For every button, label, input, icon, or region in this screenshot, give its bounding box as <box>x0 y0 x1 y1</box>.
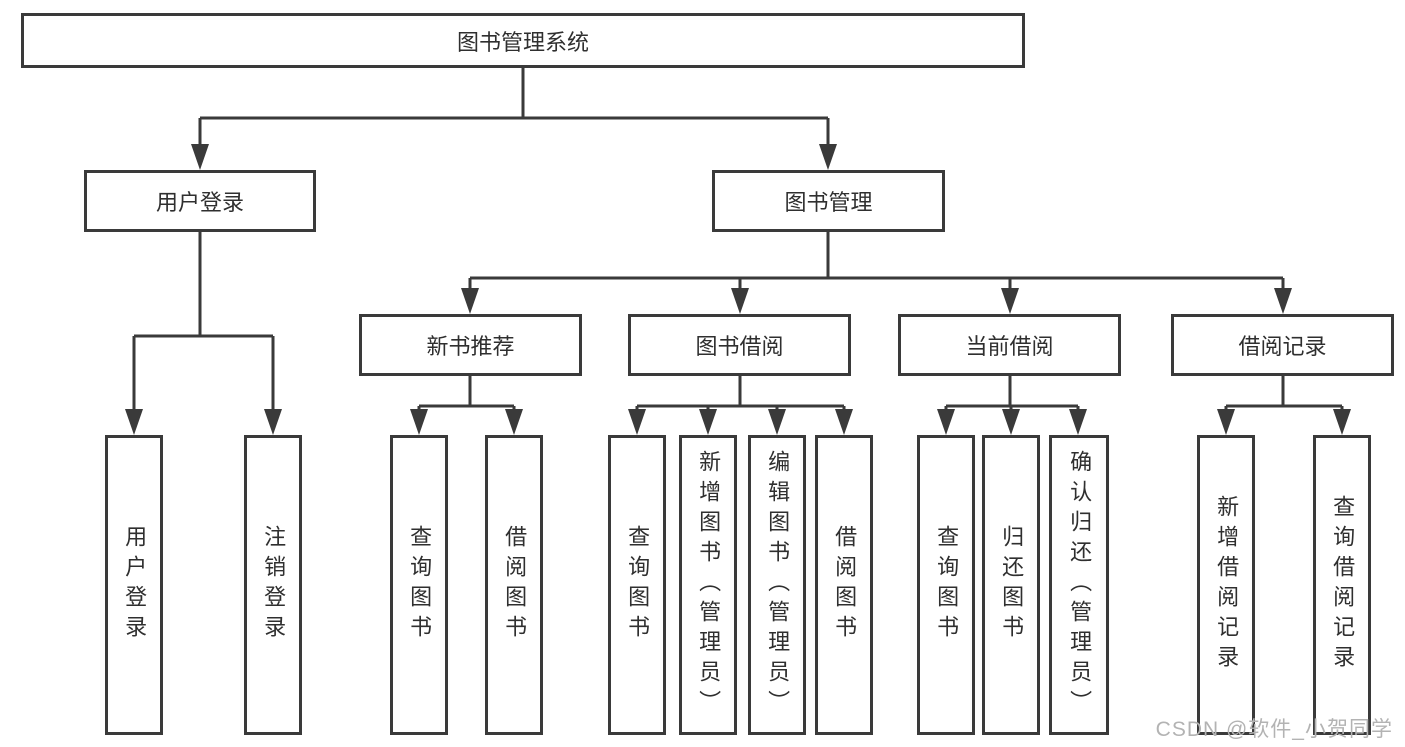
node-label: 查询图书 <box>934 525 960 645</box>
connector-currentborrow-to-leaves <box>944 376 1080 411</box>
arrowhead <box>1274 288 1292 314</box>
node-label: 查询图书 <box>407 525 433 645</box>
arrowhead-group <box>125 144 1351 435</box>
arrowhead <box>628 409 646 435</box>
node-label: 归还图书 <box>999 525 1025 645</box>
arrowhead <box>835 409 853 435</box>
arrowhead <box>1001 288 1019 314</box>
arrowhead <box>1217 409 1235 435</box>
leaf-logout: 注销登录 <box>244 435 302 735</box>
node-label: 借阅图书 <box>502 525 528 645</box>
leaf-add-borrowing-record: 新增借阅记录 <box>1197 435 1255 735</box>
node-label: 当前借阅 <box>965 334 1054 359</box>
node-label: 图书管理系统 <box>456 29 589 55</box>
connector-newbookrec-to-leaves <box>417 376 516 411</box>
connector-borrowrecords-to-leaves <box>1224 376 1344 411</box>
arrowhead <box>768 409 786 435</box>
arrowhead <box>505 409 523 435</box>
leaf-query-books-borrowing: 查询图书 <box>608 435 666 735</box>
leaf-borrow-books-recommendation: 借阅图书 <box>485 435 543 735</box>
arrowhead <box>937 409 955 435</box>
node-new-book-recommendation: 新书推荐 <box>359 314 582 376</box>
leaf-return-book: 归还图书 <box>982 435 1040 735</box>
node-label: 编辑图书（管理员） <box>765 450 791 720</box>
node-label: 用户登录 <box>122 525 148 645</box>
arrowhead <box>819 144 837 170</box>
arrowhead <box>264 409 282 435</box>
connector-userlogin-to-leaves <box>132 232 275 411</box>
arrowhead <box>1333 409 1351 435</box>
node-user-login-module: 用户登录 <box>84 170 316 232</box>
node-book-borrowing: 图书借阅 <box>628 314 851 376</box>
arrowhead <box>1002 409 1020 435</box>
arrowhead <box>731 288 749 314</box>
node-label: 借阅图书 <box>832 525 858 645</box>
connector-bookmgmt-to-level3 <box>468 232 1285 290</box>
arrowhead <box>125 409 143 435</box>
leaf-query-books-current: 查询图书 <box>917 435 975 735</box>
node-label: 新书推荐 <box>426 334 515 359</box>
leaf-add-book-admin: 新增图书（管理员） <box>679 435 737 735</box>
node-label: 用户登录 <box>155 190 244 215</box>
arrowhead <box>191 144 209 170</box>
arrowhead <box>461 288 479 314</box>
node-book-management-module: 图书管理 <box>712 170 945 232</box>
arrowhead <box>699 409 717 435</box>
csdn-watermark: CSDN @软件_小贺同学 <box>1155 718 1393 741</box>
node-library-system: 图书管理系统 <box>21 13 1025 68</box>
node-borrowing-records: 借阅记录 <box>1171 314 1394 376</box>
node-label: 图书管理 <box>784 190 873 215</box>
arrowhead <box>410 409 428 435</box>
leaf-user-login: 用户登录 <box>105 435 163 735</box>
node-label: 注销登录 <box>261 525 287 645</box>
connector-bookborrow-to-leaves <box>635 376 846 411</box>
node-label: 新增借阅记录 <box>1214 495 1240 675</box>
node-label: 新增图书（管理员） <box>696 450 722 720</box>
leaf-confirm-return-admin: 确认归还（管理员） <box>1049 435 1109 735</box>
node-label: 确认归还（管理员） <box>1067 450 1093 720</box>
arrowhead <box>1069 409 1087 435</box>
leaf-query-books-recommendation: 查询图书 <box>390 435 448 735</box>
node-label: 查询借阅记录 <box>1330 495 1356 675</box>
leaf-edit-book-admin: 编辑图书（管理员） <box>748 435 806 735</box>
leaf-borrow-books: 借阅图书 <box>815 435 873 735</box>
leaf-query-borrowing-record: 查询借阅记录 <box>1313 435 1371 735</box>
node-label: 图书借阅 <box>695 334 784 359</box>
node-label: 查询图书 <box>625 525 651 645</box>
node-current-borrowing: 当前借阅 <box>898 314 1121 376</box>
connector-root-to-level2 <box>198 68 830 146</box>
node-label: 借阅记录 <box>1238 334 1327 359</box>
